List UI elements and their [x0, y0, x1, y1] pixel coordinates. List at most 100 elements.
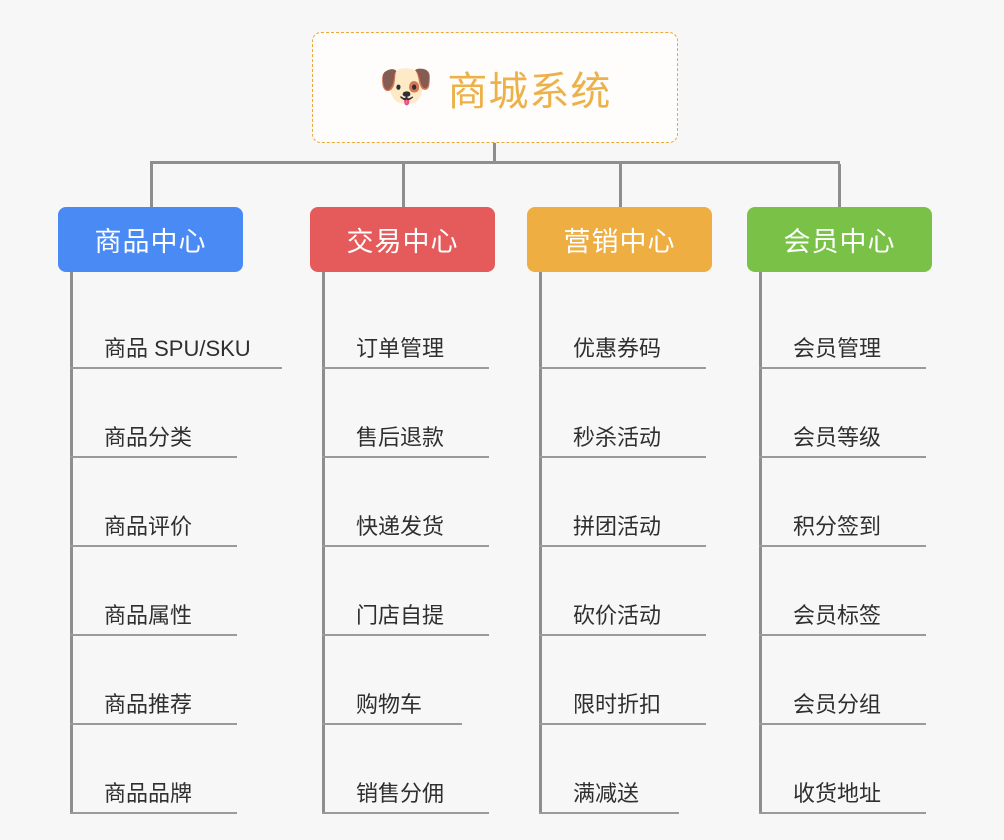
leaf-label: 购物车 [356, 691, 423, 717]
leaf-label: 满减送 [573, 780, 640, 806]
leaf-underline [322, 367, 489, 369]
leaf-underline [322, 634, 489, 636]
leaf-label: 商品评价 [104, 513, 193, 539]
leaf-item[interactable]: 商品分类 [58, 369, 258, 458]
leaf-item[interactable]: 购物车 [310, 636, 502, 725]
leaf-item[interactable]: 商品 SPU/SKU [58, 280, 282, 369]
leaf-item[interactable]: 商品推荐 [58, 636, 258, 725]
leaf-underline [539, 634, 706, 636]
branch-drop-connector-4 [838, 164, 841, 208]
leaf-label: 会员管理 [793, 335, 882, 361]
leaf-item[interactable]: 收货地址 [747, 725, 939, 814]
leaf-underline [759, 545, 926, 547]
leaf-item[interactable]: 限时折扣 [527, 636, 719, 725]
category-box-marketing-center[interactable]: 营销中心 [527, 207, 712, 272]
leaf-label: 销售分佣 [356, 780, 445, 806]
leaf-item[interactable]: 拼团活动 [527, 458, 719, 547]
leaf-label: 订单管理 [356, 335, 445, 361]
shiba-dog-face-icon: 🐶 [378, 61, 434, 111]
leaf-label: 秒杀活动 [573, 424, 662, 450]
leaf-underline [759, 812, 926, 814]
branch-drop-connector-1 [150, 164, 153, 208]
branch-column-marketing-center: 营销中心 优惠券码 秒杀活动 拼团活动 砍价活动 限时折扣 [527, 207, 719, 814]
category-box-trade-center[interactable]: 交易中心 [310, 207, 495, 272]
leaf-list-marketing-center: 优惠券码 秒杀活动 拼团活动 砍价活动 限时折扣 满减送 [527, 272, 719, 814]
leaf-trunk-line [70, 272, 73, 814]
leaf-underline [70, 634, 237, 636]
leaf-underline [322, 723, 462, 725]
horizontal-bus-connector [150, 161, 840, 164]
leaf-item[interactable]: 秒杀活动 [527, 369, 719, 458]
leaf-item[interactable]: 商品品牌 [58, 725, 258, 814]
leaf-item[interactable]: 会员管理 [747, 280, 939, 369]
leaf-underline [539, 456, 706, 458]
leaf-item[interactable]: 会员标签 [747, 547, 939, 636]
root-stem-connector [493, 143, 496, 162]
leaf-item[interactable]: 快递发货 [310, 458, 502, 547]
leaf-label: 商品 SPU/SKU [104, 335, 251, 361]
leaf-label: 会员分组 [793, 691, 882, 717]
leaf-trunk-line [539, 272, 542, 814]
leaf-label: 会员等级 [793, 424, 882, 450]
leaf-item[interactable]: 积分签到 [747, 458, 939, 547]
leaf-label: 积分签到 [793, 513, 882, 539]
leaf-label: 收货地址 [793, 780, 882, 806]
leaf-underline [539, 723, 706, 725]
leaf-underline [322, 545, 489, 547]
root-node[interactable]: 🐶 商城系统 [312, 32, 678, 143]
branch-column-trade-center: 交易中心 订单管理 售后退款 快递发货 门店自提 购物车 [310, 207, 502, 814]
category-box-product-center[interactable]: 商品中心 [58, 207, 243, 272]
leaf-label: 售后退款 [356, 424, 445, 450]
leaf-label: 门店自提 [356, 602, 445, 628]
branch-drop-connector-3 [619, 164, 622, 208]
leaf-underline [759, 456, 926, 458]
leaf-label: 砍价活动 [573, 602, 662, 628]
leaf-underline [759, 634, 926, 636]
leaf-list-trade-center: 订单管理 售后退款 快递发货 门店自提 购物车 销售分佣 [310, 272, 502, 814]
leaf-underline [759, 367, 926, 369]
leaf-item[interactable]: 满减送 [527, 725, 719, 814]
leaf-label: 快递发货 [356, 513, 445, 539]
branch-column-member-center: 会员中心 会员管理 会员等级 积分签到 会员标签 会员分组 [747, 207, 939, 814]
leaf-underline [70, 545, 237, 547]
category-label: 会员中心 [783, 227, 896, 257]
leaf-item[interactable]: 砍价活动 [527, 547, 719, 636]
leaf-underline [70, 812, 237, 814]
leaf-list-product-center: 商品 SPU/SKU 商品分类 商品评价 商品属性 商品推荐 商品品牌 [58, 272, 282, 814]
leaf-label: 商品分类 [104, 424, 193, 450]
leaf-item[interactable]: 销售分佣 [310, 725, 502, 814]
leaf-item[interactable]: 门店自提 [310, 547, 502, 636]
leaf-label: 优惠券码 [573, 335, 662, 361]
leaf-underline [539, 367, 706, 369]
leaf-list-member-center: 会员管理 会员等级 积分签到 会员标签 会员分组 收货地址 [747, 272, 939, 814]
leaf-underline [539, 812, 679, 814]
leaf-label: 商品属性 [104, 602, 193, 628]
leaf-item[interactable]: 优惠券码 [527, 280, 719, 369]
leaf-trunk-line [759, 272, 762, 814]
branch-drop-connector-2 [402, 164, 405, 208]
leaf-underline [322, 812, 489, 814]
leaf-item[interactable]: 订单管理 [310, 280, 502, 369]
root-title: 商城系统 [447, 69, 612, 114]
leaf-item[interactable]: 商品评价 [58, 458, 258, 547]
leaf-underline [539, 545, 706, 547]
leaf-label: 商品品牌 [104, 780, 193, 806]
leaf-label: 限时折扣 [573, 691, 662, 717]
category-label: 商品中心 [94, 227, 207, 257]
leaf-item[interactable]: 售后退款 [310, 369, 502, 458]
leaf-underline [70, 456, 237, 458]
branch-column-product-center: 商品中心 商品 SPU/SKU 商品分类 商品评价 商品属性 商品推荐 [58, 207, 282, 814]
leaf-label: 拼团活动 [573, 513, 662, 539]
category-box-member-center[interactable]: 会员中心 [747, 207, 932, 272]
leaf-item[interactable]: 会员分组 [747, 636, 939, 725]
category-label: 营销中心 [563, 227, 676, 257]
leaf-underline [70, 723, 237, 725]
leaf-underline [759, 723, 926, 725]
category-label: 交易中心 [346, 227, 459, 257]
leaf-underline [70, 367, 282, 369]
leaf-item[interactable]: 会员等级 [747, 369, 939, 458]
leaf-trunk-line [322, 272, 325, 814]
leaf-item[interactable]: 商品属性 [58, 547, 258, 636]
leaf-label: 会员标签 [793, 602, 882, 628]
